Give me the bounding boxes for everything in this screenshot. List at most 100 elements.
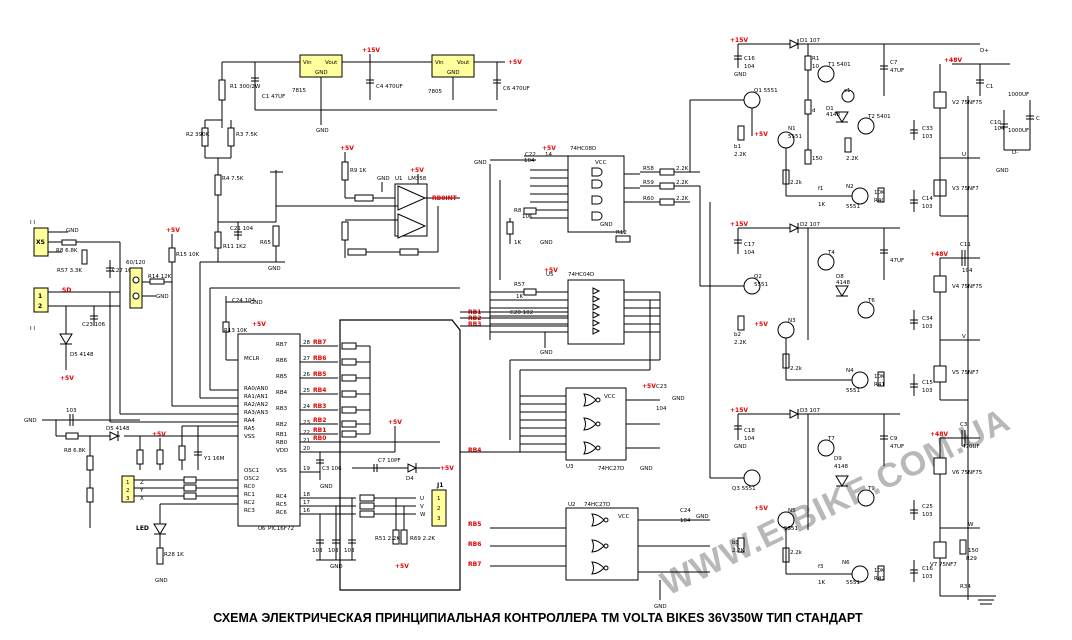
svg-text:4148: 4148 <box>836 280 850 286</box>
input-connectors: XS GND R8 6.8K R57 3.3K C27 106 1 2 SD D… <box>30 220 136 382</box>
svg-text:RB2: RB2 <box>313 417 326 424</box>
svg-text:C34: C34 <box>922 316 933 322</box>
svg-text:2.2k: 2.2k <box>790 366 803 372</box>
svg-text:XS: XS <box>36 239 45 246</box>
svg-text:RC5: RC5 <box>276 502 287 508</box>
svg-text:5551: 5551 <box>846 388 860 394</box>
svg-text:VSS: VSS <box>276 468 287 474</box>
svg-text:5551: 5551 <box>846 580 860 586</box>
svg-text:+5V: +5V <box>508 59 522 66</box>
svg-text:RB5: RB5 <box>468 521 481 528</box>
opamp-label: LM358 <box>408 176 427 182</box>
svg-text:C21 104: C21 104 <box>230 226 254 232</box>
connector-j1[interactable] <box>431 489 447 527</box>
svg-text:C15: C15 <box>922 380 933 386</box>
svg-text:RC0: RC0 <box>244 484 255 490</box>
svg-text:D1: D1 <box>826 106 834 112</box>
svg-text:GND: GND <box>996 168 1009 174</box>
svg-text:T9: T9 <box>867 486 875 492</box>
svg-text:3: 3 <box>437 516 441 522</box>
svg-text:V7 75NF7: V7 75NF7 <box>930 562 957 568</box>
svg-text:C4 470UF: C4 470UF <box>376 84 403 90</box>
svg-text:C10: C10 <box>990 120 1001 126</box>
svg-text:RB0: RB0 <box>276 440 288 446</box>
svg-text:R58: R58 <box>643 166 654 172</box>
svg-text:+5V: +5V <box>754 321 768 328</box>
svg-text:C24 104: C24 104 <box>232 298 256 304</box>
svg-text:Q1 5551: Q1 5551 <box>754 88 778 94</box>
svg-text:1000UF: 1000UF <box>1008 92 1029 98</box>
svg-text:C7 10PF: C7 10PF <box>378 458 401 464</box>
svg-text:C25: C25 <box>922 504 933 510</box>
svg-text:RB7: RB7 <box>313 339 326 346</box>
speed-select-switch[interactable]: 60/120 +5V R15 10K R14 12K GND <box>126 227 200 309</box>
svg-text:D8: D8 <box>836 274 844 280</box>
svg-text:2.2K: 2.2K <box>676 180 689 186</box>
svg-text:20: 20 <box>303 446 310 452</box>
svg-text:103: 103 <box>328 548 339 554</box>
svg-text:RB7: RB7 <box>468 561 481 568</box>
svg-text:C6 470UF: C6 470UF <box>503 86 530 92</box>
svg-text:104: 104 <box>962 268 973 274</box>
u5-label: 74HC04D <box>568 272 594 278</box>
svg-text:R8: R8 <box>514 208 522 214</box>
svg-text:MCLR: MCLR <box>244 356 260 362</box>
svg-text:N1: N1 <box>788 126 796 132</box>
svg-text:23: 23 <box>303 420 310 426</box>
svg-text:RA1/AN1: RA1/AN1 <box>244 394 268 400</box>
svg-text:C20 102: C20 102 <box>510 310 533 316</box>
svg-text:RB0: RB0 <box>313 435 326 442</box>
d-minus-terminal[interactable]: D- <box>1012 150 1018 156</box>
svg-text:VCC: VCC <box>595 160 607 166</box>
svg-text:GND: GND <box>734 444 747 450</box>
svg-text:VDD: VDD <box>276 448 288 454</box>
u4-label: 74HC08D <box>570 146 596 152</box>
r1-label: R1 300/2W <box>230 84 261 90</box>
svg-text:1: 1 <box>126 480 130 486</box>
svg-text:+5V: +5V <box>754 505 768 512</box>
d-plus-terminal[interactable]: D+ <box>980 48 989 54</box>
svg-text:+15V: +15V <box>730 407 748 414</box>
hall-and-led: GND 103 R8 6.8K D5 4148 +5V Y1 16M 1 2 3… <box>24 408 238 584</box>
svg-text:D3 107: D3 107 <box>800 408 820 414</box>
svg-text:VCC: VCC <box>618 514 630 520</box>
svg-text:+48V: +48V <box>930 251 948 258</box>
brake-connector-sd[interactable] <box>33 287 49 313</box>
svg-text:Q2: Q2 <box>754 274 762 280</box>
svg-text:c1: c1 <box>844 88 851 94</box>
svg-text:103: 103 <box>922 134 933 140</box>
svg-text:V2 75NF75: V2 75NF75 <box>952 100 983 106</box>
supply-15v: +15V <box>362 47 380 54</box>
svg-text:14: 14 <box>545 152 552 158</box>
logic-u5-74hc04: 74HC04D U5 +5V R57 1K C20 102 GND <box>490 267 660 356</box>
svg-text:Q3 5551: Q3 5551 <box>732 486 756 492</box>
svg-text:104: 104 <box>744 250 755 256</box>
svg-text:10: 10 <box>812 64 819 70</box>
svg-text:RB6: RB6 <box>468 541 481 548</box>
svg-text:RB3: RB3 <box>468 321 481 328</box>
svg-text:103: 103 <box>66 408 77 414</box>
phase-w-mosfets: +48V C3 470UF V6 75NF75 V7 75NF7 W C25 1… <box>910 422 996 605</box>
svg-text:T7: T7 <box>827 436 835 442</box>
svg-text:1K: 1K <box>818 580 825 586</box>
svg-text:C22: C22 <box>525 152 536 158</box>
svg-text:C18: C18 <box>744 428 755 434</box>
svg-text:f3: f3 <box>818 564 824 570</box>
svg-text:V6 75NF75: V6 75NF75 <box>952 470 983 476</box>
phase-v-label: V <box>962 334 966 340</box>
svg-text:103: 103 <box>922 324 933 330</box>
resistor-r1 <box>218 79 226 101</box>
phase-u-label: U <box>962 152 966 158</box>
svg-text:25: 25 <box>303 388 310 394</box>
svg-text:U1: U1 <box>395 176 403 182</box>
u2-label: 74HC27D <box>584 502 610 508</box>
hall-connector[interactable] <box>121 475 135 503</box>
svg-text:1K: 1K <box>516 294 523 300</box>
svg-text:GND: GND <box>156 294 169 300</box>
svg-text:103: 103 <box>922 388 933 394</box>
svg-text:GND: GND <box>316 128 329 134</box>
svg-text:2.2K: 2.2K <box>734 152 747 158</box>
svg-text:1: 1 <box>437 496 441 502</box>
svg-text:C3: C3 <box>960 422 968 428</box>
svg-text:150: 150 <box>968 548 979 554</box>
